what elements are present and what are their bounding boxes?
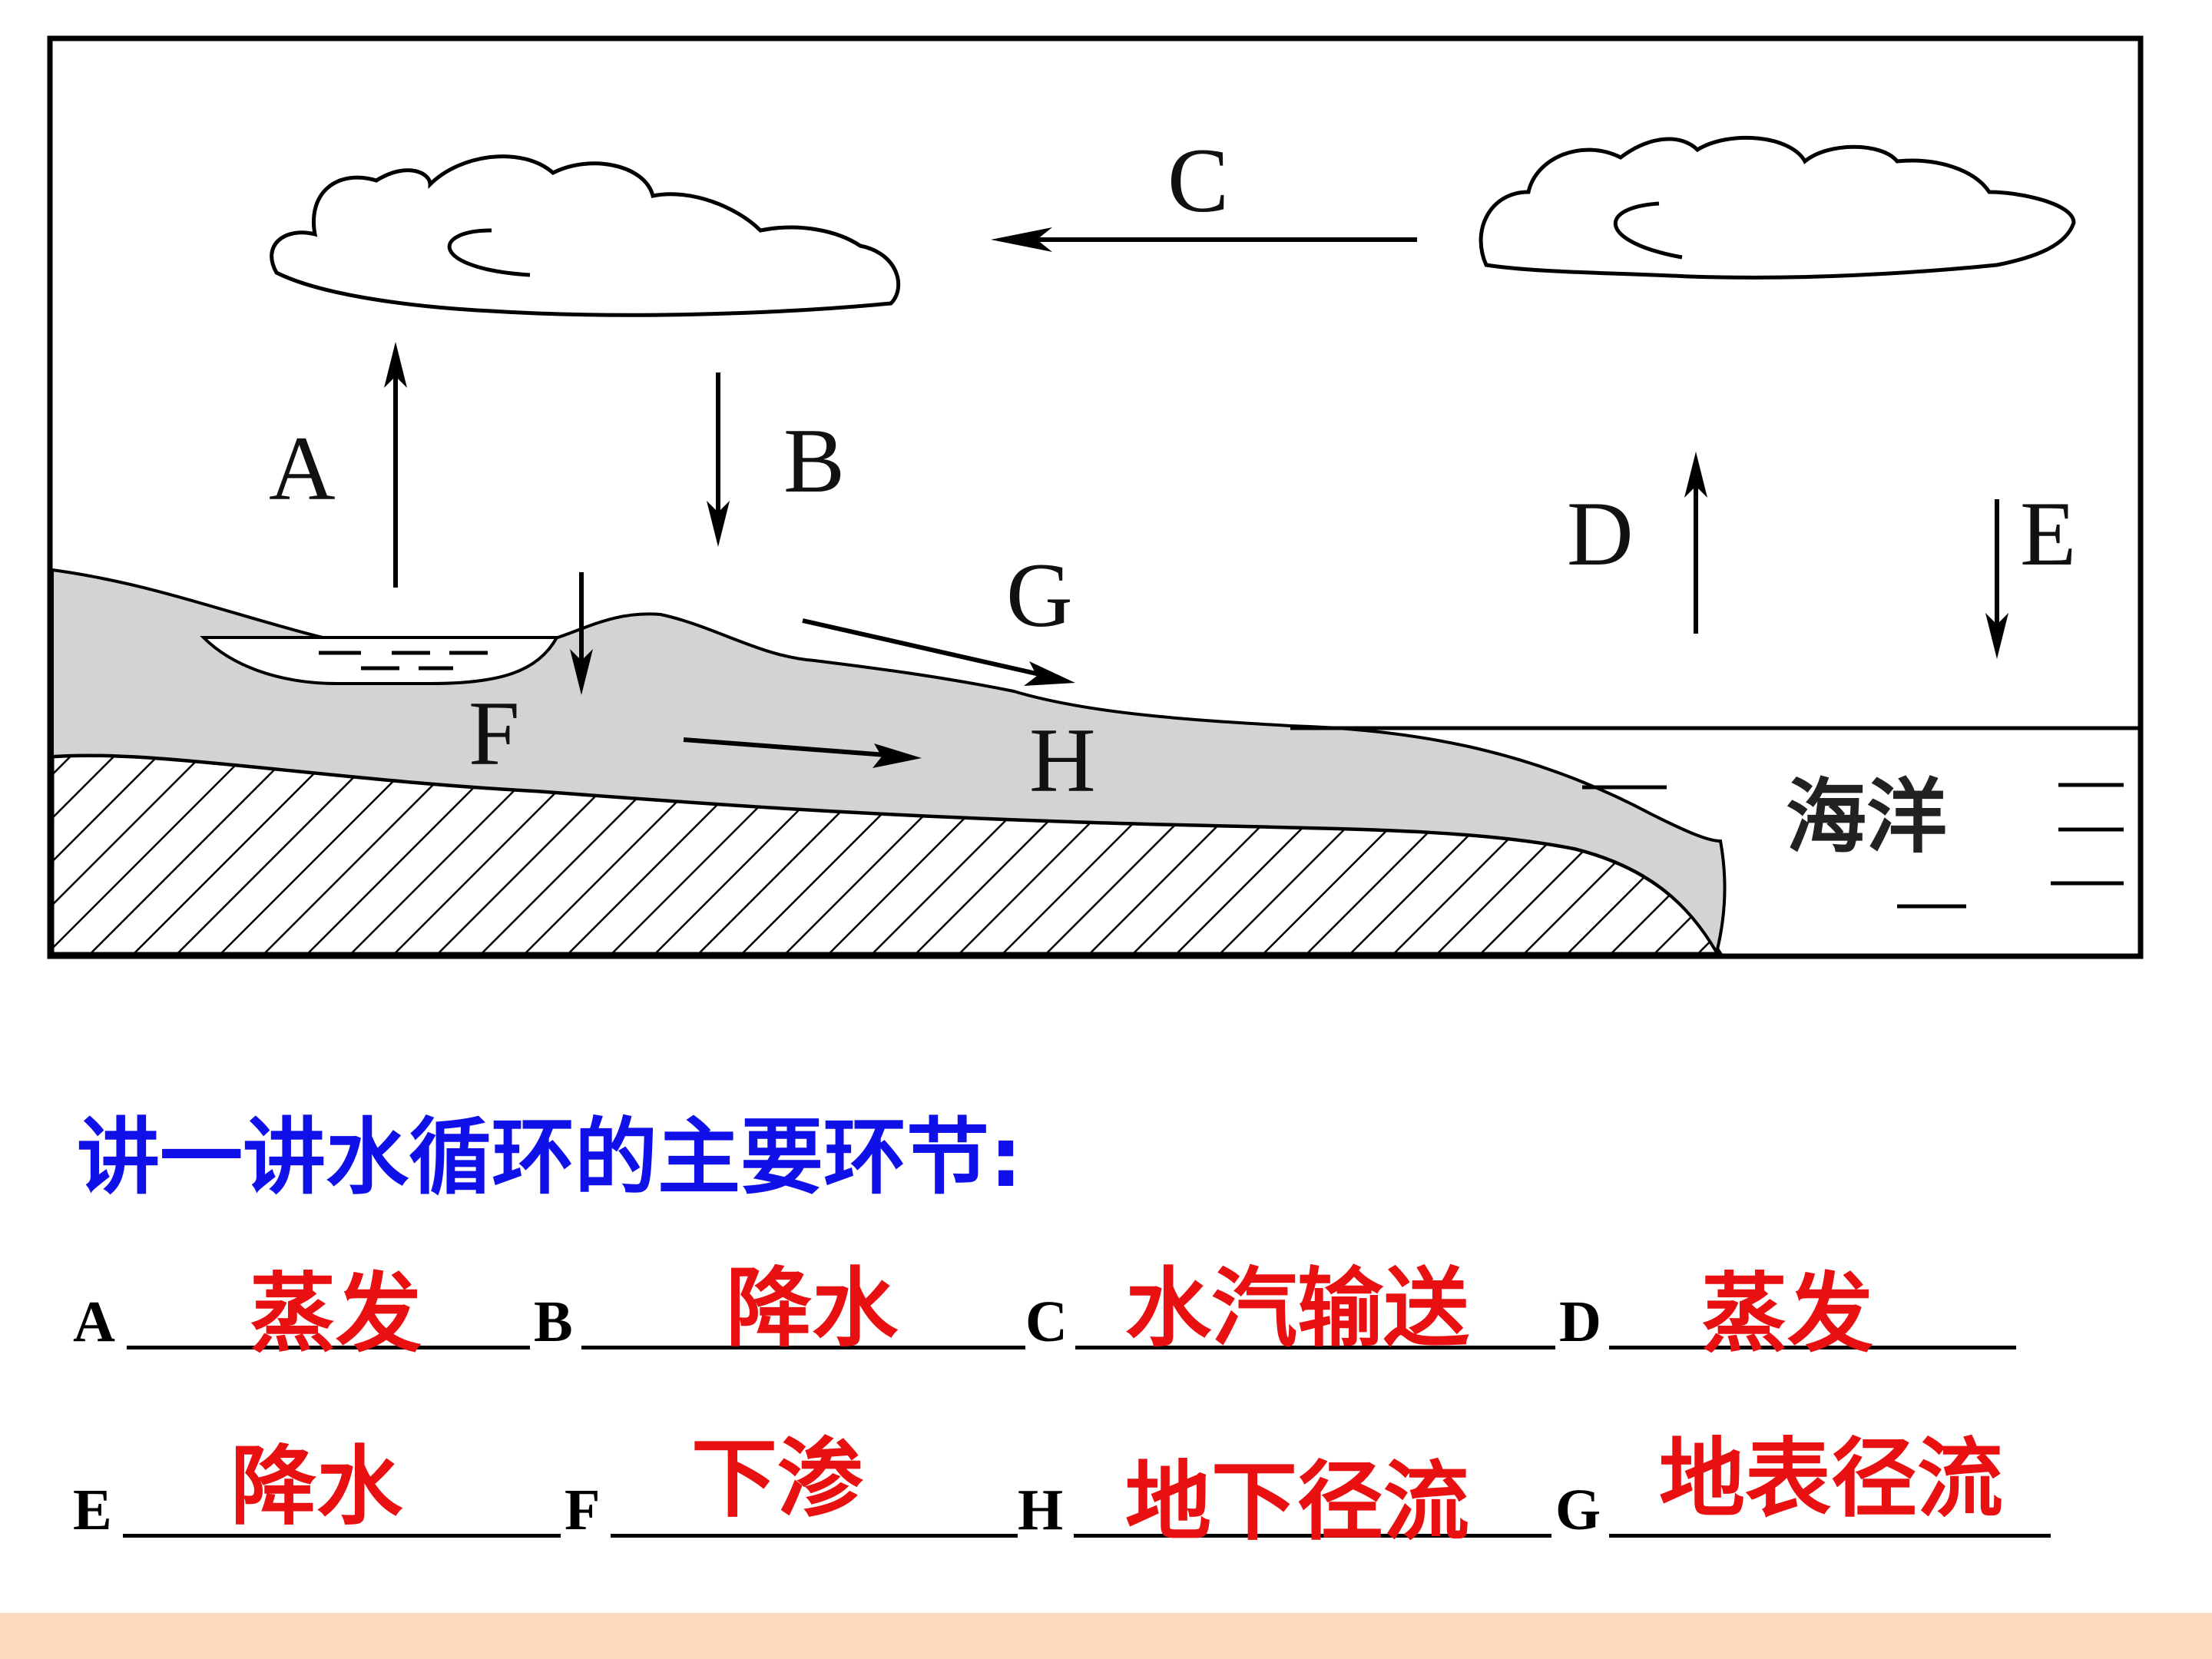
arrow-g [802,618,1075,686]
answer-blank [1609,1534,2051,1538]
answer-text: 降水 [230,1437,402,1537]
answer-blank [123,1534,561,1538]
lake [200,636,560,685]
arrow-h [683,737,922,768]
answer-blank [127,1346,530,1349]
cloud-left [270,154,901,317]
answer-item-e: E 降水 [73,1436,565,1551]
answer-letter: D [1559,1290,1601,1354]
answer-letter: A [73,1290,115,1354]
label-e: E [2020,482,2076,584]
answer-item-f: F 下渗 [565,1429,1018,1551]
label-g: G [1006,544,1073,646]
answer-blank [1609,1346,2016,1349]
answer-item-b: B 降水 [534,1248,1025,1363]
arrow-b [707,373,730,547]
water-cycle-diagram: A B C D E F G H 海洋 [47,35,2144,959]
label-h: H [1029,709,1096,811]
answer-blank [581,1346,1025,1349]
arrow-d [1684,452,1707,634]
arrow-c [991,227,1417,252]
answer-letter: F [565,1478,601,1542]
answer-text: 地下径流 [1125,1452,1469,1552]
answer-letter: H [1018,1478,1064,1542]
label-b: B [783,409,845,512]
answer-item-a: A 蒸发 [73,1248,534,1364]
label-f: F [469,682,520,784]
answer-blank [1075,1346,1555,1349]
sea-waves [1582,783,2124,909]
footer-band [0,1613,2212,1659]
lake-waves [319,651,488,671]
answer-row-2: E 降水 F 下渗 H 地下径流 G 地表径流 [0,1429,2212,1552]
cloud-right [1479,135,2076,280]
answer-row-1: A 蒸发 B 降水 C 水汽输送 D 蒸发 [0,1248,2212,1364]
answer-letter: E [73,1478,112,1542]
answer-text: 水汽输送 [1125,1259,1469,1359]
answer-text: 蒸发 [1701,1264,1873,1364]
label-c: C [1167,129,1229,231]
answer-item-h: H 地下径流 [1018,1436,1555,1552]
answer-item-c: C 水汽输送 [1025,1248,1559,1363]
arrow-e [1985,499,2008,659]
answer-item-g: G 地表径流 [1555,1429,2055,1551]
answer-blank [1074,1534,1551,1538]
answer-blank [611,1534,1018,1538]
arrow-f [570,572,593,695]
answer-letter: B [534,1290,573,1354]
arrow-a [384,342,407,588]
question-heading: 讲一讲水循环的主要环节: [77,1110,1023,1206]
answer-text: 蒸发 [250,1264,422,1364]
label-ocean: 海洋 [1786,770,1947,864]
answer-text: 下渗 [691,1429,863,1529]
answer-letter: G [1555,1478,1601,1542]
answer-letter: C [1025,1290,1068,1354]
answer-text: 降水 [726,1259,898,1359]
label-a: A [269,417,336,519]
answer-text: 地表径流 [1659,1429,2003,1529]
answer-item-d: D 蒸发 [1559,1248,2020,1364]
label-d: D [1567,482,1634,584]
